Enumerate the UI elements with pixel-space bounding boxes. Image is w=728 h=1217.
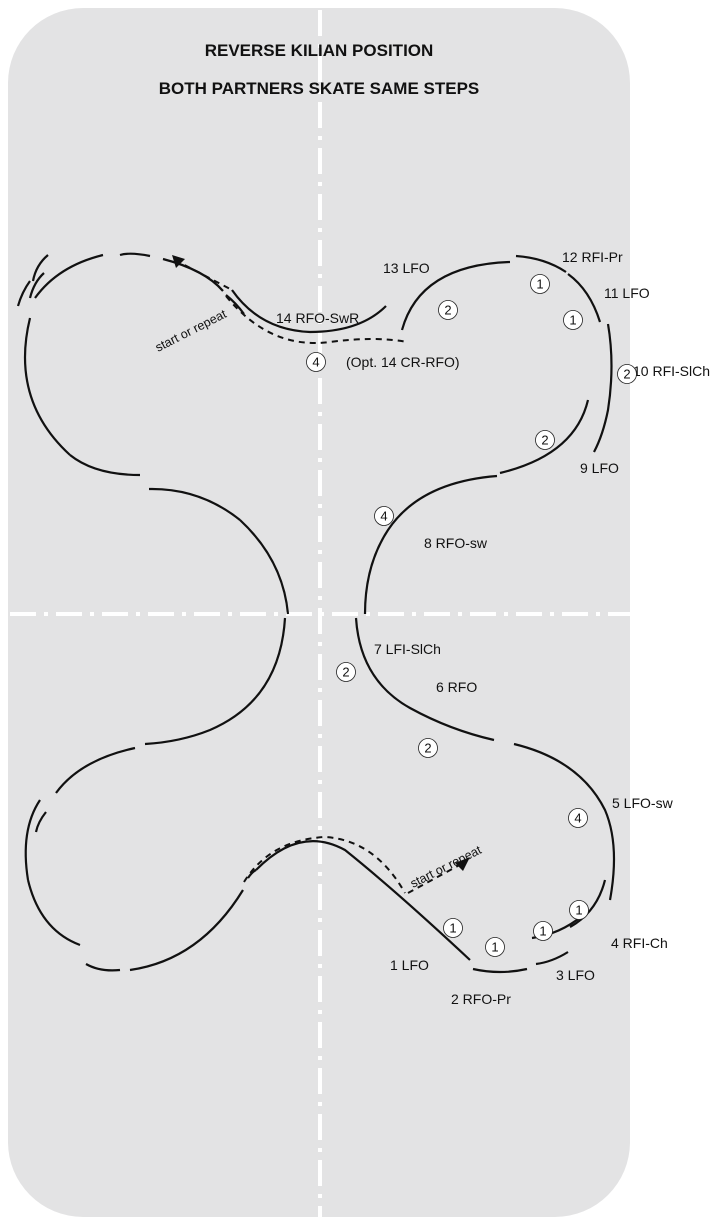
step-13-label: 13 LFO [383,260,430,276]
step-9-label: 9 LFO [580,460,619,476]
beat-circle [533,921,553,941]
edge-10 [593,323,613,453]
lane-seg [28,272,45,299]
lane-seg [26,879,81,947]
beat-count: 1 [536,277,543,292]
edge-14 [231,289,387,334]
step-4-label: 4 RFI-Ch [611,935,668,951]
lane-seg [119,252,151,258]
step-6-label: 6 RFO [436,679,477,695]
beat-circle [443,918,463,938]
lane-seg [23,317,71,456]
beat-marker: 1 [443,918,463,938]
beat-marker: 2 [438,300,458,320]
lane-seg [34,811,47,833]
step-10-label: 10 RFI-SlCh [633,363,710,379]
beat-marker: 2 [418,738,438,758]
step-8-label: 8 RFO-sw [424,535,488,551]
edge-13 [400,260,511,331]
edge-7-6 [354,617,495,742]
step-7-label: 7 LFI-SlCh [374,641,441,657]
lane-seg [85,963,121,972]
beat-marker: 2 [535,430,555,450]
step-1-label: 1 LFO [390,957,429,973]
beat-count: 2 [623,367,630,382]
edge-11 [567,273,602,323]
beat-circle [438,300,458,320]
beat-marker: 1 [569,900,589,920]
lane-seg [225,294,245,315]
beat-circle [535,430,555,450]
beat-circle [374,506,394,526]
beat-count: 4 [312,355,319,370]
beat-circle [617,364,637,384]
edge-14-optional [225,295,408,344]
lane-seg [239,519,290,615]
lane-seg [31,254,49,282]
beat-count: 4 [574,811,581,826]
beat-marker: 2 [336,662,356,682]
lane-seg [148,487,241,521]
beat-circle [418,738,438,758]
left-pattern-upper [16,252,290,615]
lane-seg [24,799,41,881]
beat-marker: 1 [485,937,505,957]
beat-markers: 1 1 2 2 2 4 4 2 2 4 1 1 1 1 [306,274,637,957]
lane-seg [247,869,257,879]
beat-circle [568,808,588,828]
beat-marker: 1 [530,274,550,294]
beat-marker: 4 [568,808,588,828]
edge-9 [499,399,590,475]
step-3-label: 3 LFO [556,967,595,983]
edge-4 [569,879,607,928]
beat-circle [485,937,505,957]
step-2-label: 2 RFO-Pr [451,991,511,1007]
beat-marker: 2 [617,364,637,384]
beat-circle [569,900,589,920]
beat-circle [336,662,356,682]
lane-seg [55,746,136,794]
edge-1 [255,839,471,961]
beat-count: 2 [444,303,451,318]
edge-12 [515,254,567,273]
beat-count: 1 [569,313,576,328]
beat-circle [530,274,550,294]
lane-seg [16,280,31,307]
step-11-label: 11 LFO [604,285,650,301]
beat-count: 2 [424,741,431,756]
beat-circle [306,352,326,372]
title-line-1: REVERSE KILIAN POSITION [205,41,434,60]
beat-marker: 1 [533,921,553,941]
beat-count: 1 [575,903,582,918]
lane-seg [144,617,287,746]
edge-5 [513,742,616,901]
step-14-label: 14 RFO-SwR [276,310,359,326]
beat-count: 1 [539,924,546,939]
beat-count: 1 [449,921,456,936]
beat-count: 2 [541,433,548,448]
lane-seg [34,253,104,299]
beat-count: 1 [491,940,498,955]
beat-marker: 4 [306,352,326,372]
beat-marker: 4 [374,506,394,526]
left-pattern-lower [24,617,287,972]
lane-seg [69,454,141,477]
step-5-label: 5 LFO-sw [612,795,674,811]
beat-marker: 1 [563,310,583,330]
edge-2 [472,967,528,974]
start-arrow-top [172,255,185,268]
lane-seg [129,889,244,972]
beat-count: 2 [342,665,349,680]
start-arrow-bottom [455,857,470,871]
edge-8 [363,474,498,615]
beat-circle [563,310,583,330]
step-14-optional-label: (Opt. 14 CR-RFO) [346,354,460,370]
beat-count: 4 [380,509,387,524]
main-pattern [225,254,616,974]
step-12-label: 12 RFI-Pr [562,249,623,265]
edge-2b [535,951,569,966]
title-line-2: BOTH PARTNERS SKATE SAME STEPS [159,79,480,98]
